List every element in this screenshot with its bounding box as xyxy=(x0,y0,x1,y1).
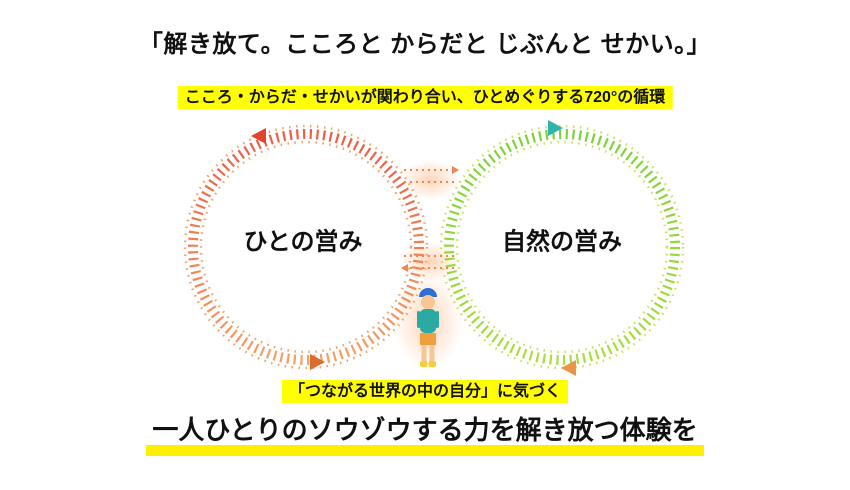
person-arm-left xyxy=(417,311,421,328)
left-ring xyxy=(188,129,424,365)
person-shoe-left xyxy=(420,361,428,367)
right-circle-label: 自然の営み xyxy=(502,228,622,256)
person-shoe-right xyxy=(428,361,436,367)
subtitle-highlight: こころ・からだ・せかいが関わり合い、ひとめぐりする720°の循環 xyxy=(177,86,673,110)
connector-arrow-left-icon xyxy=(401,264,408,272)
person-head xyxy=(421,295,435,309)
left-top-flow-arrow-icon xyxy=(251,128,266,144)
left-circle-label: ひとの営み xyxy=(243,228,363,256)
person-shirt xyxy=(420,309,436,333)
page-title: 「解き放て。こころと からだと じぶんと せかい。」 xyxy=(138,31,712,58)
person-cap xyxy=(419,288,437,297)
caption-highlight: 「つながる世界の中の自分」に気づく xyxy=(281,380,569,404)
person-shorts xyxy=(420,333,436,345)
connector-arrow-right-icon xyxy=(452,166,459,174)
left-ring-inner-dots xyxy=(199,140,413,354)
person-icon xyxy=(417,288,439,367)
right-top-flow-arrow-icon xyxy=(548,120,563,136)
top-crossing-glow xyxy=(400,160,460,200)
right-ring xyxy=(444,129,680,365)
person-arm-right xyxy=(435,311,439,328)
person-leg-left xyxy=(421,345,427,362)
right-ring-inner-dots xyxy=(455,140,669,354)
left-ring-outer-dots xyxy=(183,124,429,370)
left-bottom-flow-arrow-icon xyxy=(310,354,325,370)
footer-message: 一人ひとりのソウゾウする力を解き放つ体験を xyxy=(0,410,850,456)
footer-message-text: 一人ひとりのソウゾウする力を解き放つ体験を xyxy=(146,410,704,456)
person-leg-right xyxy=(429,345,435,362)
right-bottom-flow-arrow-icon xyxy=(561,360,576,376)
